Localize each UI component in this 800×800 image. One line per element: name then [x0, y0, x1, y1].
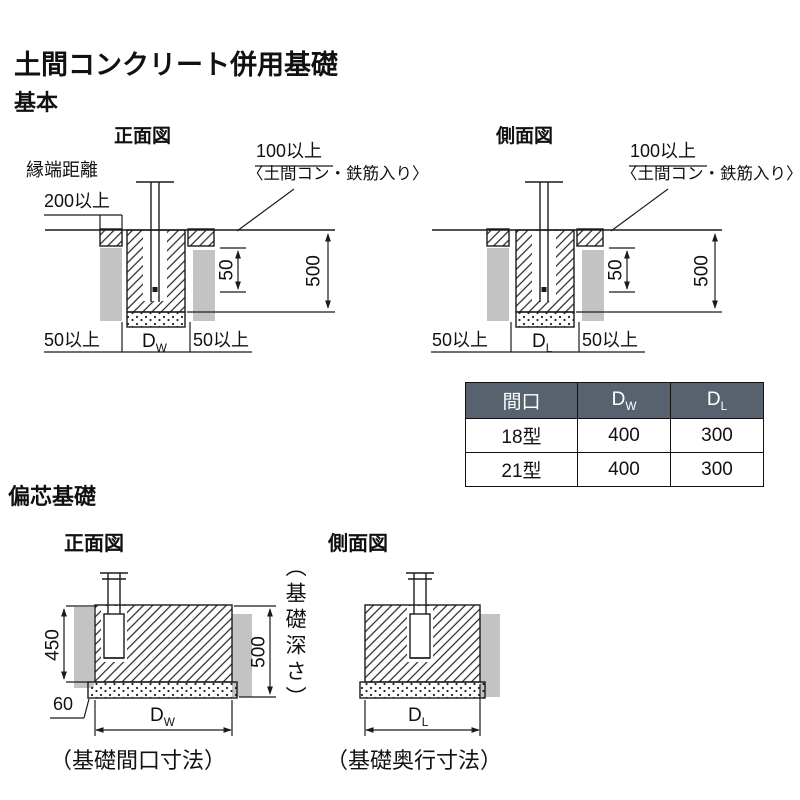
post [100, 572, 128, 659]
slab-note-line2-front: 〈土間コン・鉄筋入り〉 [247, 165, 429, 183]
eccentric-front-view-label: 正面図 [64, 533, 124, 555]
width-label-dw-front: DW [142, 331, 167, 355]
table-row-18: 18型 400 300 [465, 418, 764, 453]
left-margin-dim-front: 50以上 [44, 330, 101, 350]
cell-dw: 400 [577, 452, 671, 487]
gravel-base [126, 311, 186, 328]
post [406, 572, 434, 659]
dim-500-front: 500 [304, 255, 325, 287]
right-margin-dim-front: 50以上 [193, 330, 250, 350]
width-label-dw-eccentric: DW [150, 705, 175, 729]
slab-block-right [576, 228, 604, 247]
edge-distance-value: 200以上 [44, 191, 111, 211]
spec-table-header-dl: DL [670, 382, 764, 419]
slab-block-right [187, 228, 215, 247]
gravel-base [359, 681, 486, 699]
slab-note-line1-front: 100以上 [256, 141, 323, 161]
cell-dl: 300 [670, 418, 764, 453]
cell-dw: 400 [577, 418, 671, 453]
dim-60-gravel: 60 [53, 694, 74, 714]
front-caption: （基礎間口寸法） [50, 748, 227, 773]
side-caption: （基礎奥行寸法） [326, 748, 503, 773]
dim-450: 450 [43, 629, 64, 661]
dimension-lines [364, 684, 481, 736]
dim-500-side: 500 [692, 255, 713, 287]
section-eccentric-label: 偏芯基礎 [8, 484, 97, 509]
page-title: 土間コンクリート併用基礎 [14, 50, 338, 80]
basic-side-view-label: 側面図 [496, 126, 554, 147]
slab-note-line2-side: 〈土間コン・鉄筋入り〉 [621, 165, 800, 183]
basic-front-drawing: 50 500 [44, 165, 335, 353]
eccentric-side-view-label: 側面図 [328, 533, 388, 555]
dim-50-front: 50 [217, 259, 238, 280]
dim-50-side: 50 [606, 259, 627, 280]
dim-500-eccentric: 500 [249, 636, 270, 668]
gravel-base [87, 681, 238, 699]
dimension-lines [50, 605, 276, 736]
slab-block-left [486, 228, 510, 247]
soil-shading-right [232, 614, 252, 697]
dimension-lines [44, 165, 335, 353]
foundation-depth-note: （基礎深さ） [283, 556, 307, 712]
right-margin-dim-side: 50以上 [582, 330, 639, 350]
eccentric-side-drawing [359, 572, 500, 736]
cell-type: 18型 [465, 418, 578, 453]
table-row-21: 21型 400 300 [465, 452, 764, 487]
spec-table-header-row: 間口 DW DL [465, 382, 764, 419]
basic-front-view-label: 正面図 [114, 126, 172, 147]
soil-shading-left [100, 248, 122, 321]
spec-table-header-dw: DW [577, 382, 671, 419]
width-label-dl-side: DL [532, 331, 553, 355]
slab-note-line1-side: 100以上 [630, 141, 697, 161]
eccentric-front-drawing: 450 500 [43, 572, 276, 736]
slab-block-left [99, 228, 123, 247]
soil-shading-right [193, 250, 215, 321]
post [136, 181, 174, 302]
width-label-dl-eccentric: DL [408, 705, 429, 729]
section-basic-label: 基本 [14, 90, 59, 115]
soil-shading-right [480, 614, 500, 697]
cell-type: 21型 [465, 452, 578, 487]
soil-shading-left [74, 607, 94, 688]
dimension-lines [431, 165, 722, 353]
edge-distance-label: 縁端距離 [26, 160, 98, 180]
post [525, 181, 563, 302]
spec-table-header-maguchi: 間口 [465, 382, 578, 419]
spec-table: 間口 DW DL 18型 400 300 21型 400 300 [465, 382, 764, 487]
soil-shading-left [487, 248, 509, 321]
basic-side-drawing: 50 500 [431, 165, 722, 353]
cell-dl: 300 [670, 452, 764, 487]
gravel-base [515, 311, 575, 328]
soil-shading-right [582, 250, 604, 321]
left-margin-dim-side: 50以上 [432, 330, 489, 350]
